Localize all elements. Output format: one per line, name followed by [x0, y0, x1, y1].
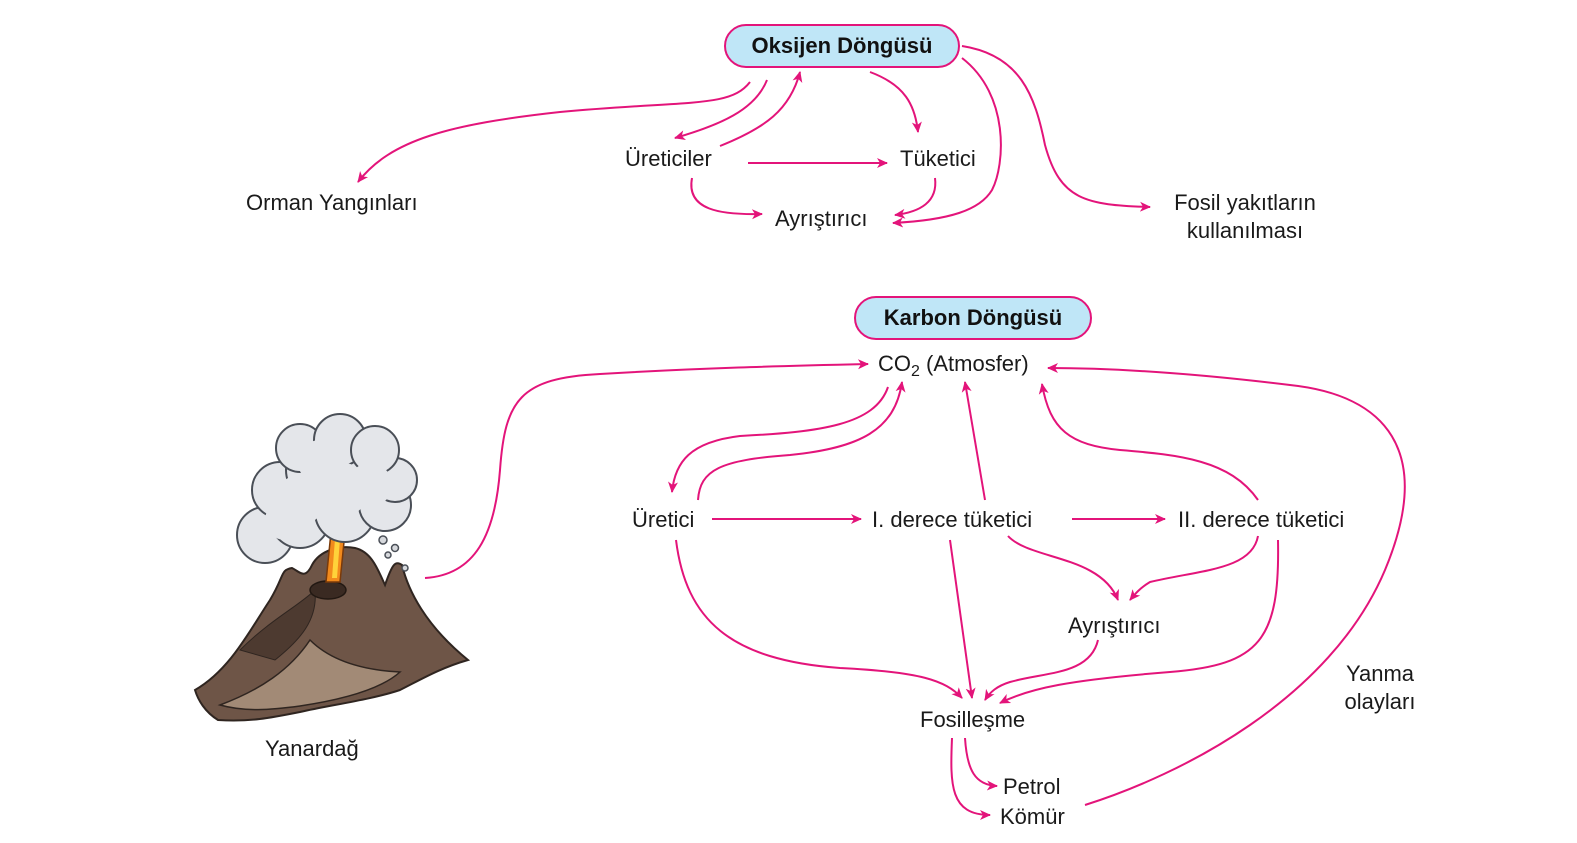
volcano-mountain [193, 546, 471, 722]
arrow-secondary-consumer-to-fossilization [999, 539, 1280, 704]
label-combustion: Yanma olayları [1325, 660, 1435, 715]
arrow-oxygen-to-decomposer [892, 57, 1002, 228]
arrow-producer-to-co2 [697, 381, 906, 501]
arrow-oxygen-to-producers [674, 79, 768, 141]
volcano-ridge-light [217, 638, 402, 711]
label-fossil-fuel-usage: Fosil yakıtların kullanılması [1150, 189, 1340, 244]
arrow-producers-to-oxygen [719, 71, 803, 147]
arrow-oxygen-to-forest-fires [357, 81, 751, 183]
oxygen-arrows [357, 45, 1151, 228]
oxygen-cycle-title: Oksijen Döngüsü [724, 24, 960, 68]
arrow-primary-consumer-to-fossilization [949, 539, 976, 699]
label-fossilization: Fosilleşme [920, 707, 1026, 732]
volcano-rocks [378, 535, 409, 572]
label-decomposer-carbon: Ayrıştırıcı [1068, 613, 1161, 638]
label-secondary-consumer: II. derece tüketici [1178, 507, 1345, 532]
label-producers: Üreticiler [625, 146, 712, 171]
arrow-volcano-to-co2 [424, 359, 869, 579]
label-combustion-line2: olayları [1344, 688, 1416, 714]
carbon-cycle-title-text: Karbon Döngüsü [883, 305, 1063, 330]
label-fossil-fuel-line1: Fosil yakıtların [1174, 190, 1316, 215]
arrow-oxygen-to-consumer [869, 71, 922, 133]
arrow-co2-to-producer [668, 386, 889, 493]
volcano-illustration [193, 413, 471, 722]
label-fossil-fuel-line2: kullanılması [1186, 217, 1304, 243]
arrow-oxygen-to-fossil-fuels [961, 45, 1151, 212]
label-co2-atmosphere: CO2 (Atmosfer) [878, 350, 1029, 380]
arrow-decomposer-to-fossilization [984, 639, 1099, 701]
label-petroleum: Petrol [1003, 774, 1061, 799]
label-primary-consumer: I. derece tüketici [872, 507, 1033, 532]
arrow-secondary-consumer-to-decomposer [1129, 535, 1259, 601]
label-forest-fires: Orman Yangınları [246, 190, 418, 215]
arrow-fossilization-to-coal [950, 737, 991, 820]
co2-main: CO [878, 351, 911, 376]
arrow-consumer-to-decomposer [894, 177, 937, 219]
arrow-producer-to-fossilization [675, 539, 963, 699]
volcano-smoke-fill [265, 440, 392, 540]
label-producer: Üretici [632, 507, 695, 532]
arrow-producers-to-decomposer [690, 177, 763, 220]
label-combustion-line1: Yanma [1345, 661, 1415, 686]
volcano-crater [309, 580, 347, 600]
arrow-combustion-to-co2 [1047, 363, 1406, 806]
co2-subscript: 2 [911, 363, 920, 380]
oxygen-cycle-title-text: Oksijen Döngüsü [751, 33, 933, 58]
arrow-primary-consumer-to-decomposer [1007, 535, 1119, 601]
label-consumer: Tüketici [900, 146, 976, 171]
co2-suffix: (Atmosfer) [919, 351, 1029, 376]
carbon-arrows [424, 359, 1406, 820]
label-coal: Kömür [1000, 804, 1065, 829]
carbon-cycle-title: Karbon Döngüsü [854, 296, 1092, 340]
arrow-primary-consumer-to-co2 [961, 381, 986, 501]
label-volcano: Yanardağ [265, 736, 359, 761]
arrow-fossilization-to-petroleum [964, 737, 998, 791]
arrow-secondary-consumer-to-co2 [1038, 383, 1259, 501]
label-decomposer-oxygen: Ayrıştırıcı [775, 206, 868, 231]
